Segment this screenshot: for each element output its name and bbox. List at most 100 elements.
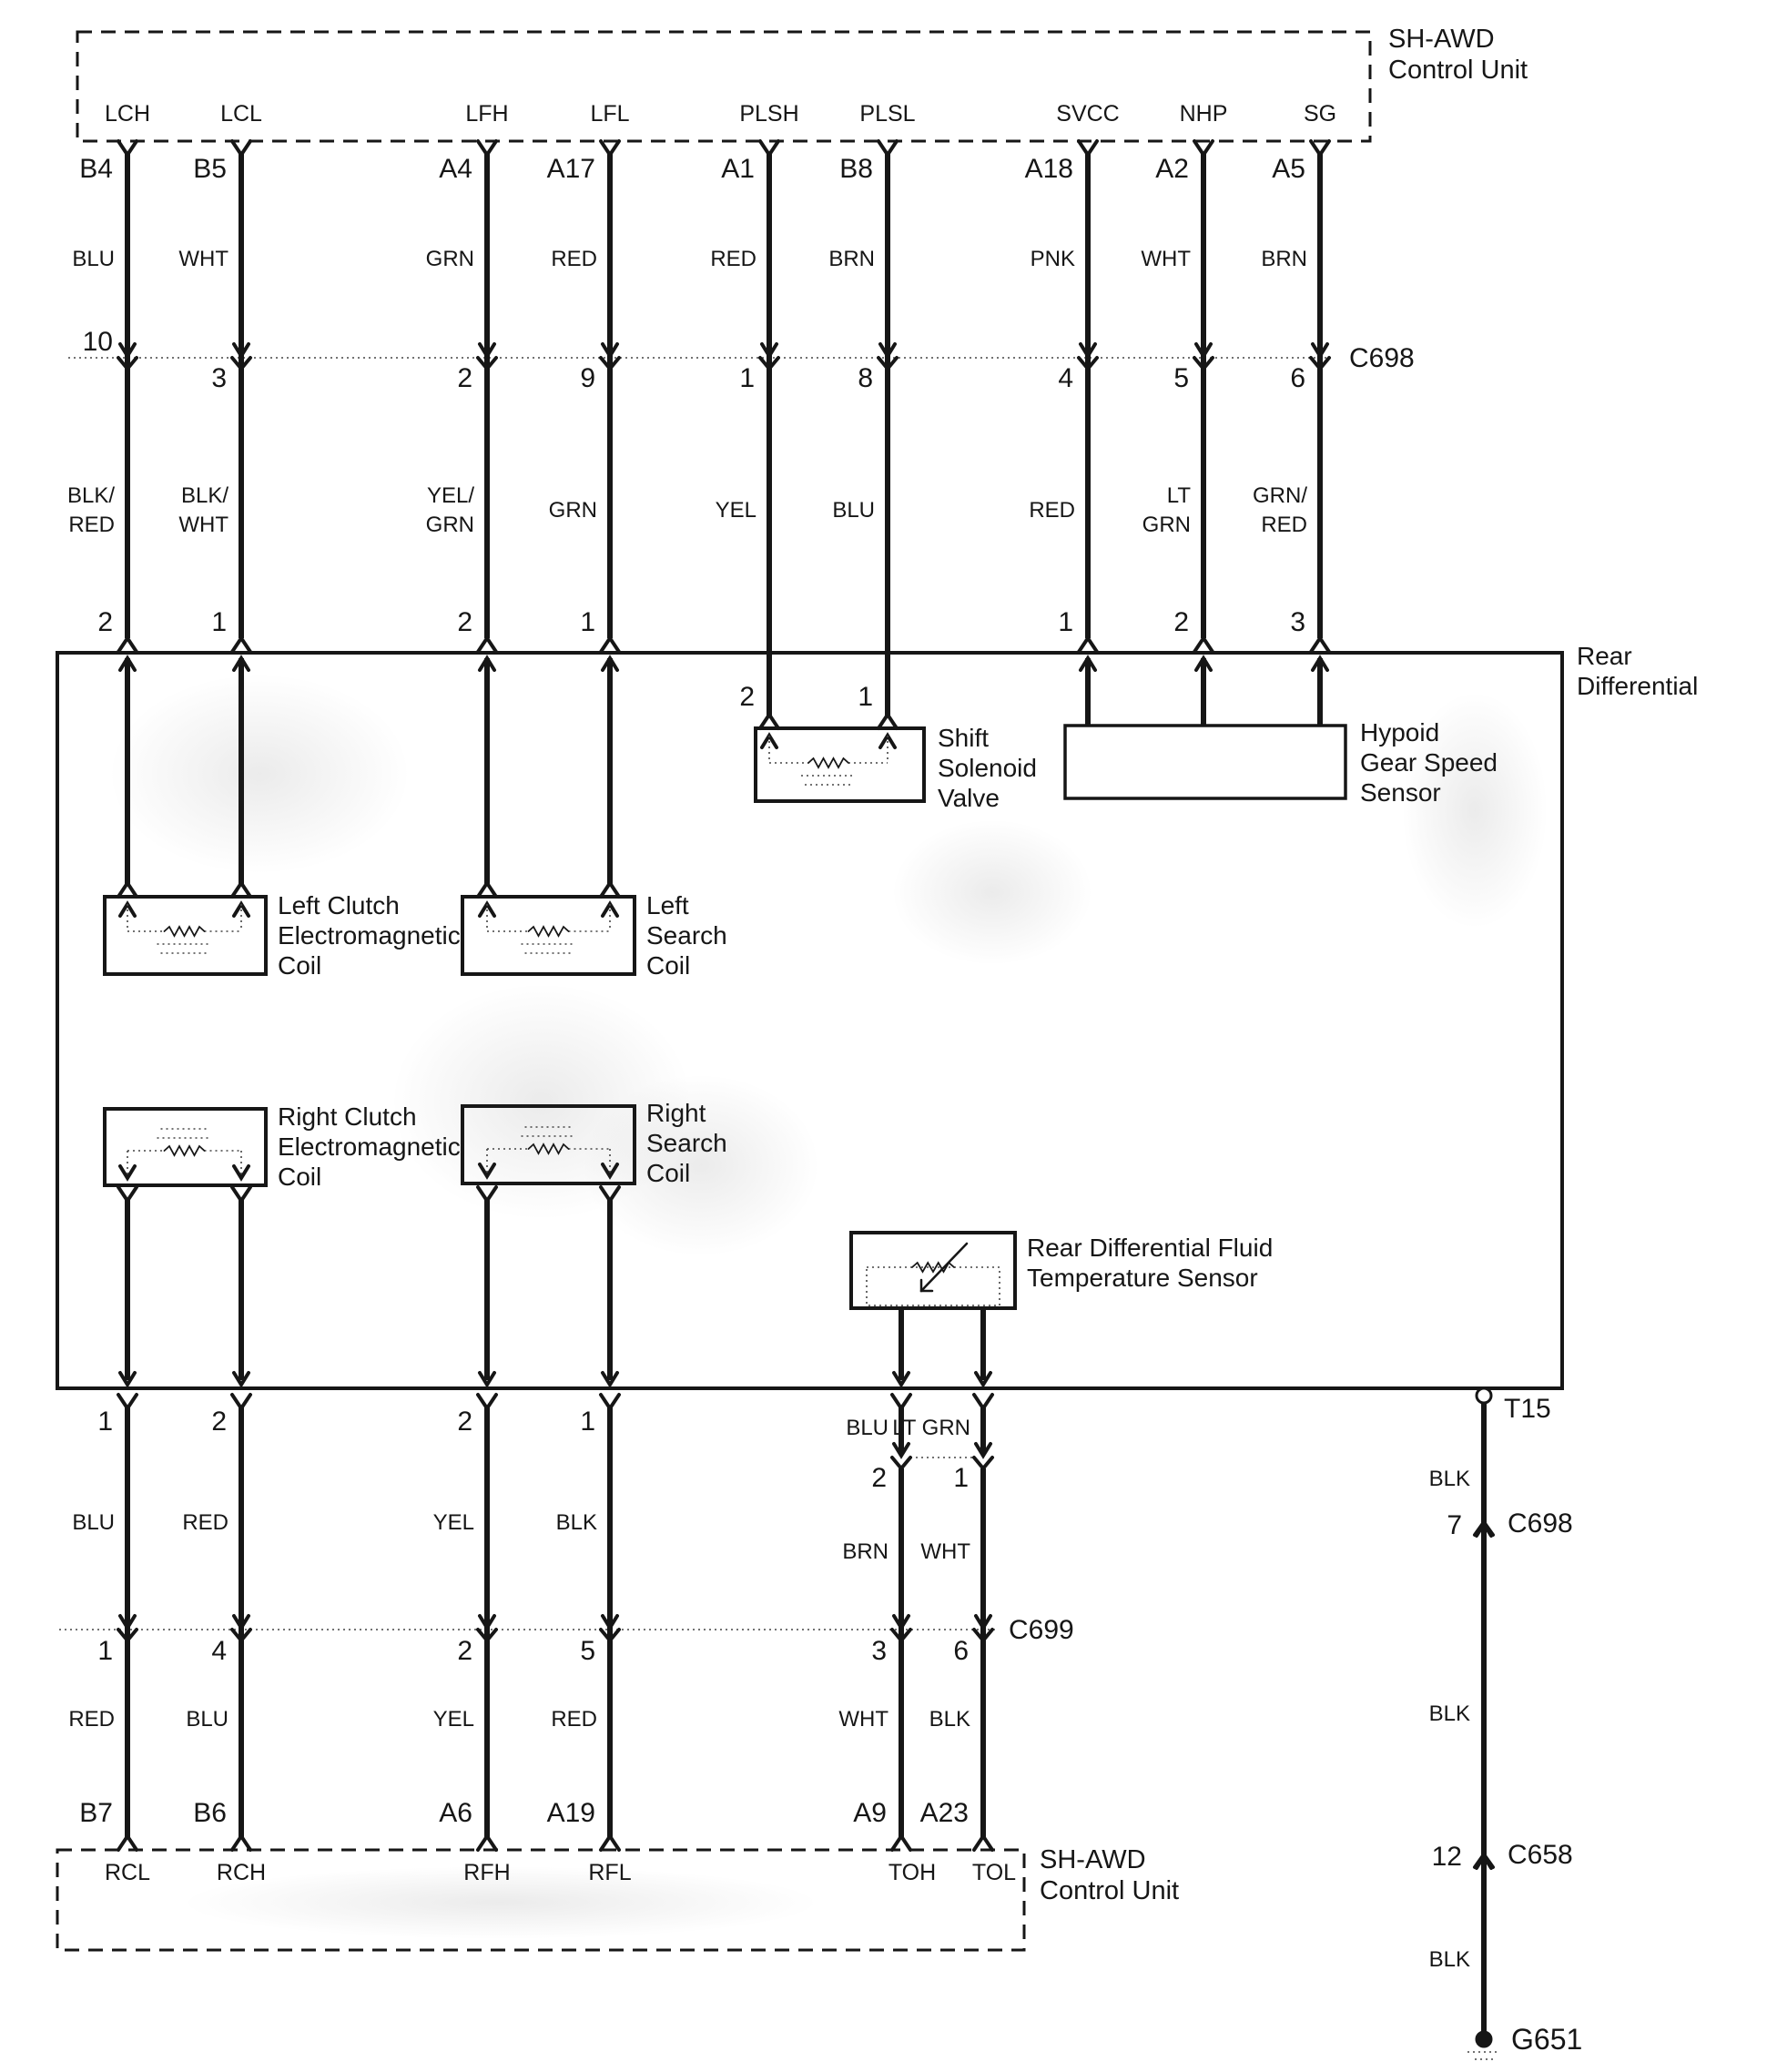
connector-chevron-icon (1473, 1851, 1495, 1869)
arrow-down-icon (478, 1371, 496, 1388)
arrow-down-icon (118, 1164, 137, 1182)
c658-pin: 12 (1431, 1842, 1462, 1872)
wire-fork-icon (230, 1393, 252, 1412)
top-terminal-6: A18 (1024, 154, 1073, 184)
wire-fork-icon (758, 139, 780, 158)
hypoid-gear-speed-sensor-box (1063, 724, 1347, 800)
top-pin-name-4: PLSH (739, 101, 799, 127)
connector-chevron-icon (599, 1628, 621, 1644)
wire-fork-icon (599, 1185, 621, 1204)
top-unit-title: Control Unit (1388, 56, 1528, 85)
wire-fork-icon (117, 1393, 138, 1412)
shift-solenoid-valve-label: Solenoid (938, 754, 1037, 782)
connector-chevron-icon (232, 1614, 250, 1631)
temp-wire-color-mid-0: BRN (842, 1539, 888, 1564)
connector-chevron-icon (118, 342, 137, 360)
top-terminal-7: A2 (1155, 154, 1189, 184)
wire-color-lower-1-1: WHT (178, 513, 228, 537)
wire-fork-icon (599, 879, 621, 899)
c698-pin-0: 10 (82, 327, 113, 357)
right-clutch-coil-label: Right Clutch (278, 1102, 417, 1131)
top-terminal-4: A1 (721, 154, 755, 184)
temp-wire-color-1: LT GRN (892, 1416, 970, 1440)
connector-chevron-icon (232, 342, 250, 360)
wire-fork-icon (117, 1833, 138, 1852)
top-terminal-5: B8 (839, 154, 873, 184)
c698-pin-2: 2 (457, 363, 472, 393)
wire-fork-icon (599, 1833, 621, 1852)
wire-fork-icon (599, 635, 621, 654)
temp-terminal-1: A23 (919, 1798, 969, 1828)
wire-fork-icon (476, 1185, 498, 1204)
top-pin-name-1: LCL (220, 101, 262, 127)
bottom-wire-color-upper-2: YEL (432, 1510, 474, 1535)
wire-color-lower-5-0: BLU (832, 498, 875, 523)
c698-pin-8: 6 (1290, 363, 1305, 393)
right-search-coil-label: Search (646, 1129, 727, 1157)
c658-label: C658 (1508, 1840, 1573, 1870)
bottom-unit-title: SH-AWD (1040, 1845, 1146, 1874)
arrow-down-icon (232, 1371, 250, 1388)
bottom-terminal-0: B7 (79, 1798, 113, 1828)
wire-fork-icon (230, 139, 252, 158)
wire-fork-icon (117, 635, 138, 654)
right-search-coil-label: Right (646, 1099, 706, 1127)
connector-chevron-icon (601, 1614, 619, 1631)
connector-chevron-icon (760, 342, 778, 360)
bottom-terminal-3: A19 (546, 1798, 595, 1828)
connector-chevron-icon (974, 1442, 992, 1459)
diff-pin-2: 2 (457, 607, 472, 637)
temp-sensor-pin-0: 2 (871, 1463, 887, 1493)
wire-fork-icon (476, 1833, 498, 1852)
coil-winding-icon (527, 925, 570, 938)
solenoid-pin-4: 2 (739, 682, 755, 712)
rear-differential-box (56, 651, 1564, 1390)
wire-color-lower-7-1: GRN (1142, 513, 1191, 537)
left-search-coil-label: Left (646, 891, 689, 919)
connector-chevron-icon (118, 1614, 137, 1631)
left-clutch-coil-box (103, 895, 268, 976)
connector-chevron-icon (117, 1628, 138, 1644)
wire-fork-icon (476, 1393, 498, 1412)
wire-color-lower-0-0: BLK/ (66, 483, 115, 508)
c699-pin-3: 5 (580, 1636, 595, 1666)
coil-winding-icon (163, 925, 206, 938)
connector-chevron-icon (758, 356, 780, 372)
connector-chevron-icon (230, 1628, 252, 1644)
left-clutch-coil-label: Electromagnetic (278, 921, 461, 950)
t15-label: T15 (1504, 1394, 1551, 1424)
connector-chevron-icon (878, 342, 897, 360)
arrow-down-icon (232, 1164, 250, 1182)
wire-fork-icon (890, 1393, 912, 1412)
ground-wire-color-3: BLK (1428, 1947, 1470, 1972)
left-search-coil-box (461, 895, 636, 976)
diff-pin-3: 1 (580, 607, 595, 637)
bottom-wire-color-lower-1: BLU (186, 1707, 228, 1732)
left-clutch-coil-label: Left Clutch (278, 891, 400, 919)
diff-pin-7: 2 (1173, 607, 1189, 637)
top-pin-name-5: PLSL (859, 101, 916, 127)
wire-fork-icon (1193, 635, 1214, 654)
bottom-pin-name-1: RCH (216, 1860, 267, 1885)
hypoid-gear-speed-sensor-label: Gear Speed (1360, 748, 1498, 777)
hypoid-gear-speed-sensor-label: Hypoid (1360, 718, 1440, 747)
temp-sensor-label: Rear Differential Fluid (1027, 1234, 1274, 1262)
connector-chevron-icon (478, 1614, 496, 1631)
top-pin-name-3: LFL (590, 101, 630, 127)
top-terminal-8: A5 (1272, 154, 1305, 184)
c698-pin-3: 9 (580, 363, 595, 393)
bottom-wire-color-lower-3: RED (551, 1707, 597, 1732)
connector-chevron-icon (601, 342, 619, 360)
c699-pin-1: 4 (211, 1636, 227, 1666)
wire-color-lower-2-1: GRN (425, 513, 474, 537)
c698-pin-6: 4 (1058, 363, 1073, 393)
connector-chevron-icon (1309, 356, 1331, 372)
wire-fork-icon (117, 1185, 138, 1204)
wire-color-upper-0: BLU (72, 247, 115, 271)
arrow-down-icon (601, 1371, 619, 1388)
top-terminal-2: A4 (439, 154, 472, 184)
connector-chevron-icon (1077, 356, 1099, 372)
wire-fork-icon (877, 711, 899, 730)
top-terminal-1: B5 (193, 154, 227, 184)
